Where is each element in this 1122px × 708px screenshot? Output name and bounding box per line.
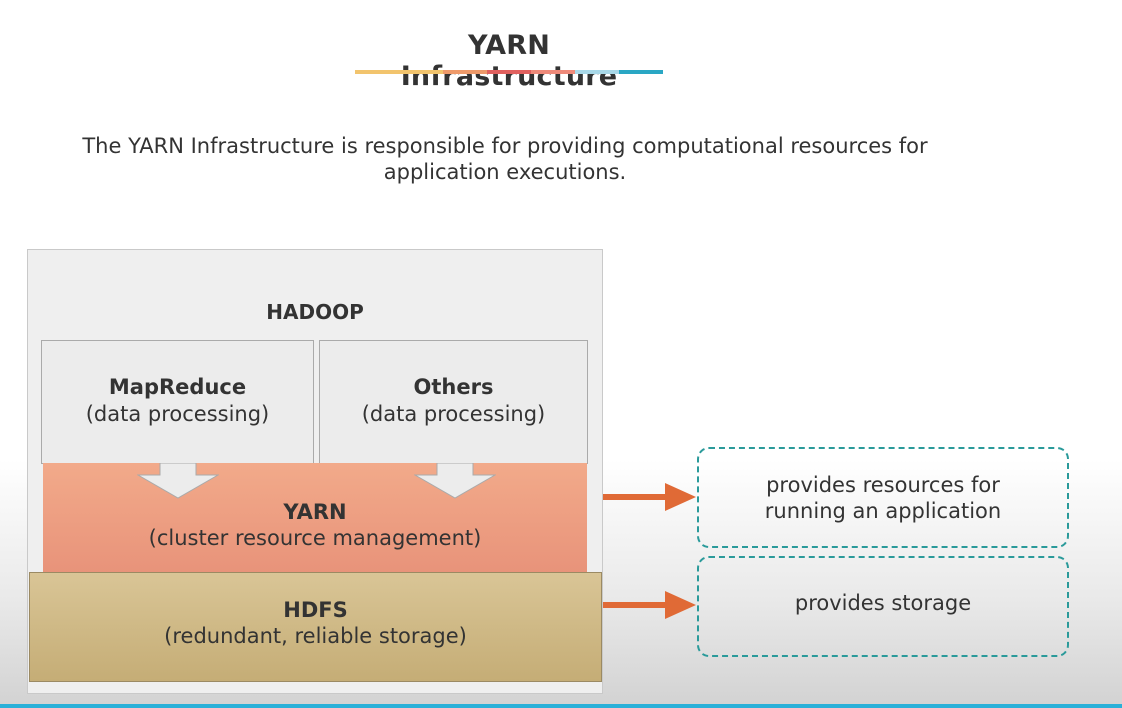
hdfs-name: HDFS xyxy=(283,598,348,622)
title-underline-segment xyxy=(487,70,531,74)
yarn-description-line-2: running an application xyxy=(764,498,1002,523)
title-underline-segment xyxy=(531,70,575,74)
mapreduce-name: MapReduce xyxy=(108,375,247,399)
title-underline xyxy=(355,70,663,74)
others-name: Others xyxy=(413,375,494,399)
hadoop-label: HADOOP xyxy=(266,300,364,324)
mapreduce-sub: (data processing) xyxy=(85,402,270,426)
mapreduce-down-arrow-icon xyxy=(137,463,219,499)
hdfs-sub: (redundant, reliable storage) xyxy=(164,624,467,648)
hdfs-right-arrow-icon xyxy=(603,591,696,619)
hdfs-description: provides storage xyxy=(794,591,972,615)
subtitle-line-1: The YARN Infrastructure is responsible f… xyxy=(82,134,928,158)
title-underline-segment xyxy=(443,70,487,74)
yarn-description-line-1: provides resources for xyxy=(766,472,1000,497)
page-title: YARN Infrastructure xyxy=(400,30,618,92)
others-box: Others (data processing) xyxy=(319,340,588,464)
title-underline-segment xyxy=(575,70,619,74)
others-sub: (data processing) xyxy=(361,402,546,426)
others-down-arrow-icon xyxy=(414,463,496,499)
title-underline-segment xyxy=(355,70,399,74)
subtitle-line-2: application executions. xyxy=(383,160,627,184)
hdfs-description-box: provides storage xyxy=(697,556,1069,657)
hdfs-box: HDFS (redundant, reliable storage) xyxy=(29,572,602,682)
title-underline-segment xyxy=(399,70,443,74)
yarn-right-arrow-icon xyxy=(603,483,696,511)
bottom-accent-line xyxy=(0,704,1122,708)
subtitle: The YARN Infrastructure is responsible f… xyxy=(20,133,990,185)
yarn-description-box: provides resources for running an applic… xyxy=(697,447,1069,548)
yarn-box: YARN (cluster resource management) xyxy=(43,463,587,573)
yarn-name: YARN xyxy=(283,500,347,524)
yarn-sub: (cluster resource management) xyxy=(148,526,482,550)
title-underline-segment xyxy=(619,70,663,74)
mapreduce-box: MapReduce (data processing) xyxy=(41,340,314,464)
